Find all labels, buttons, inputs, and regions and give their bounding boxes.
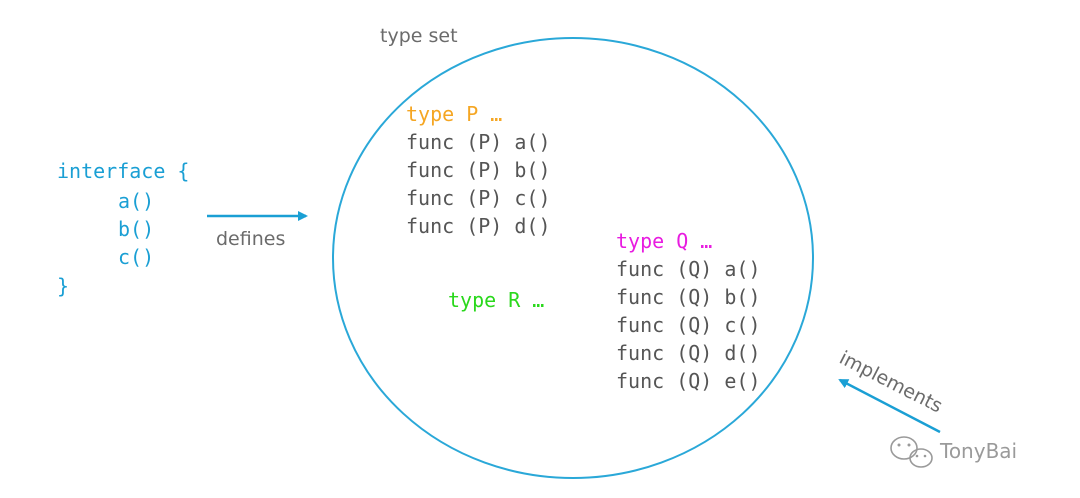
type-p-method-a: func (P) a() xyxy=(406,130,551,154)
interface-close: } xyxy=(57,274,69,298)
type-r-header: type R … xyxy=(448,288,544,312)
type-q-method-b: func (Q) b() xyxy=(616,285,761,309)
defines-label: defines xyxy=(216,228,285,250)
type-q-header: type Q … xyxy=(616,229,712,253)
watermark-text: TonyBai xyxy=(939,439,1017,463)
type-p-header: type P … xyxy=(406,102,502,126)
type-p-block: type P … func (P) a() func (P) b() func … xyxy=(406,102,551,238)
interface-method-c: c() xyxy=(118,245,154,269)
interface-method-a: a() xyxy=(118,189,154,213)
type-p-method-b: func (P) b() xyxy=(406,158,551,182)
interface-block: interface { a() b() c() } xyxy=(57,159,189,298)
implements-arrow-group: implements xyxy=(836,347,946,434)
type-q-method-e: func (Q) e() xyxy=(616,369,761,393)
type-p-method-c: func (P) c() xyxy=(406,186,551,210)
watermark: TonyBai xyxy=(890,436,1017,468)
interface-method-b: b() xyxy=(118,217,154,241)
type-p-method-d: func (P) d() xyxy=(406,214,551,238)
type-q-method-a: func (Q) a() xyxy=(616,257,761,281)
type-q-method-c: func (Q) c() xyxy=(616,313,761,337)
type-q-block: type Q … func (Q) a() func (Q) b() func … xyxy=(616,229,761,393)
type-set-ellipse xyxy=(332,37,814,479)
type-set-label: type set xyxy=(380,25,458,47)
implements-arrow xyxy=(838,378,941,434)
defines-arrow-group: defines xyxy=(207,211,308,250)
interface-open: interface { xyxy=(57,159,189,183)
type-q-method-d: func (Q) d() xyxy=(616,341,761,365)
wechat-icon xyxy=(890,436,933,468)
